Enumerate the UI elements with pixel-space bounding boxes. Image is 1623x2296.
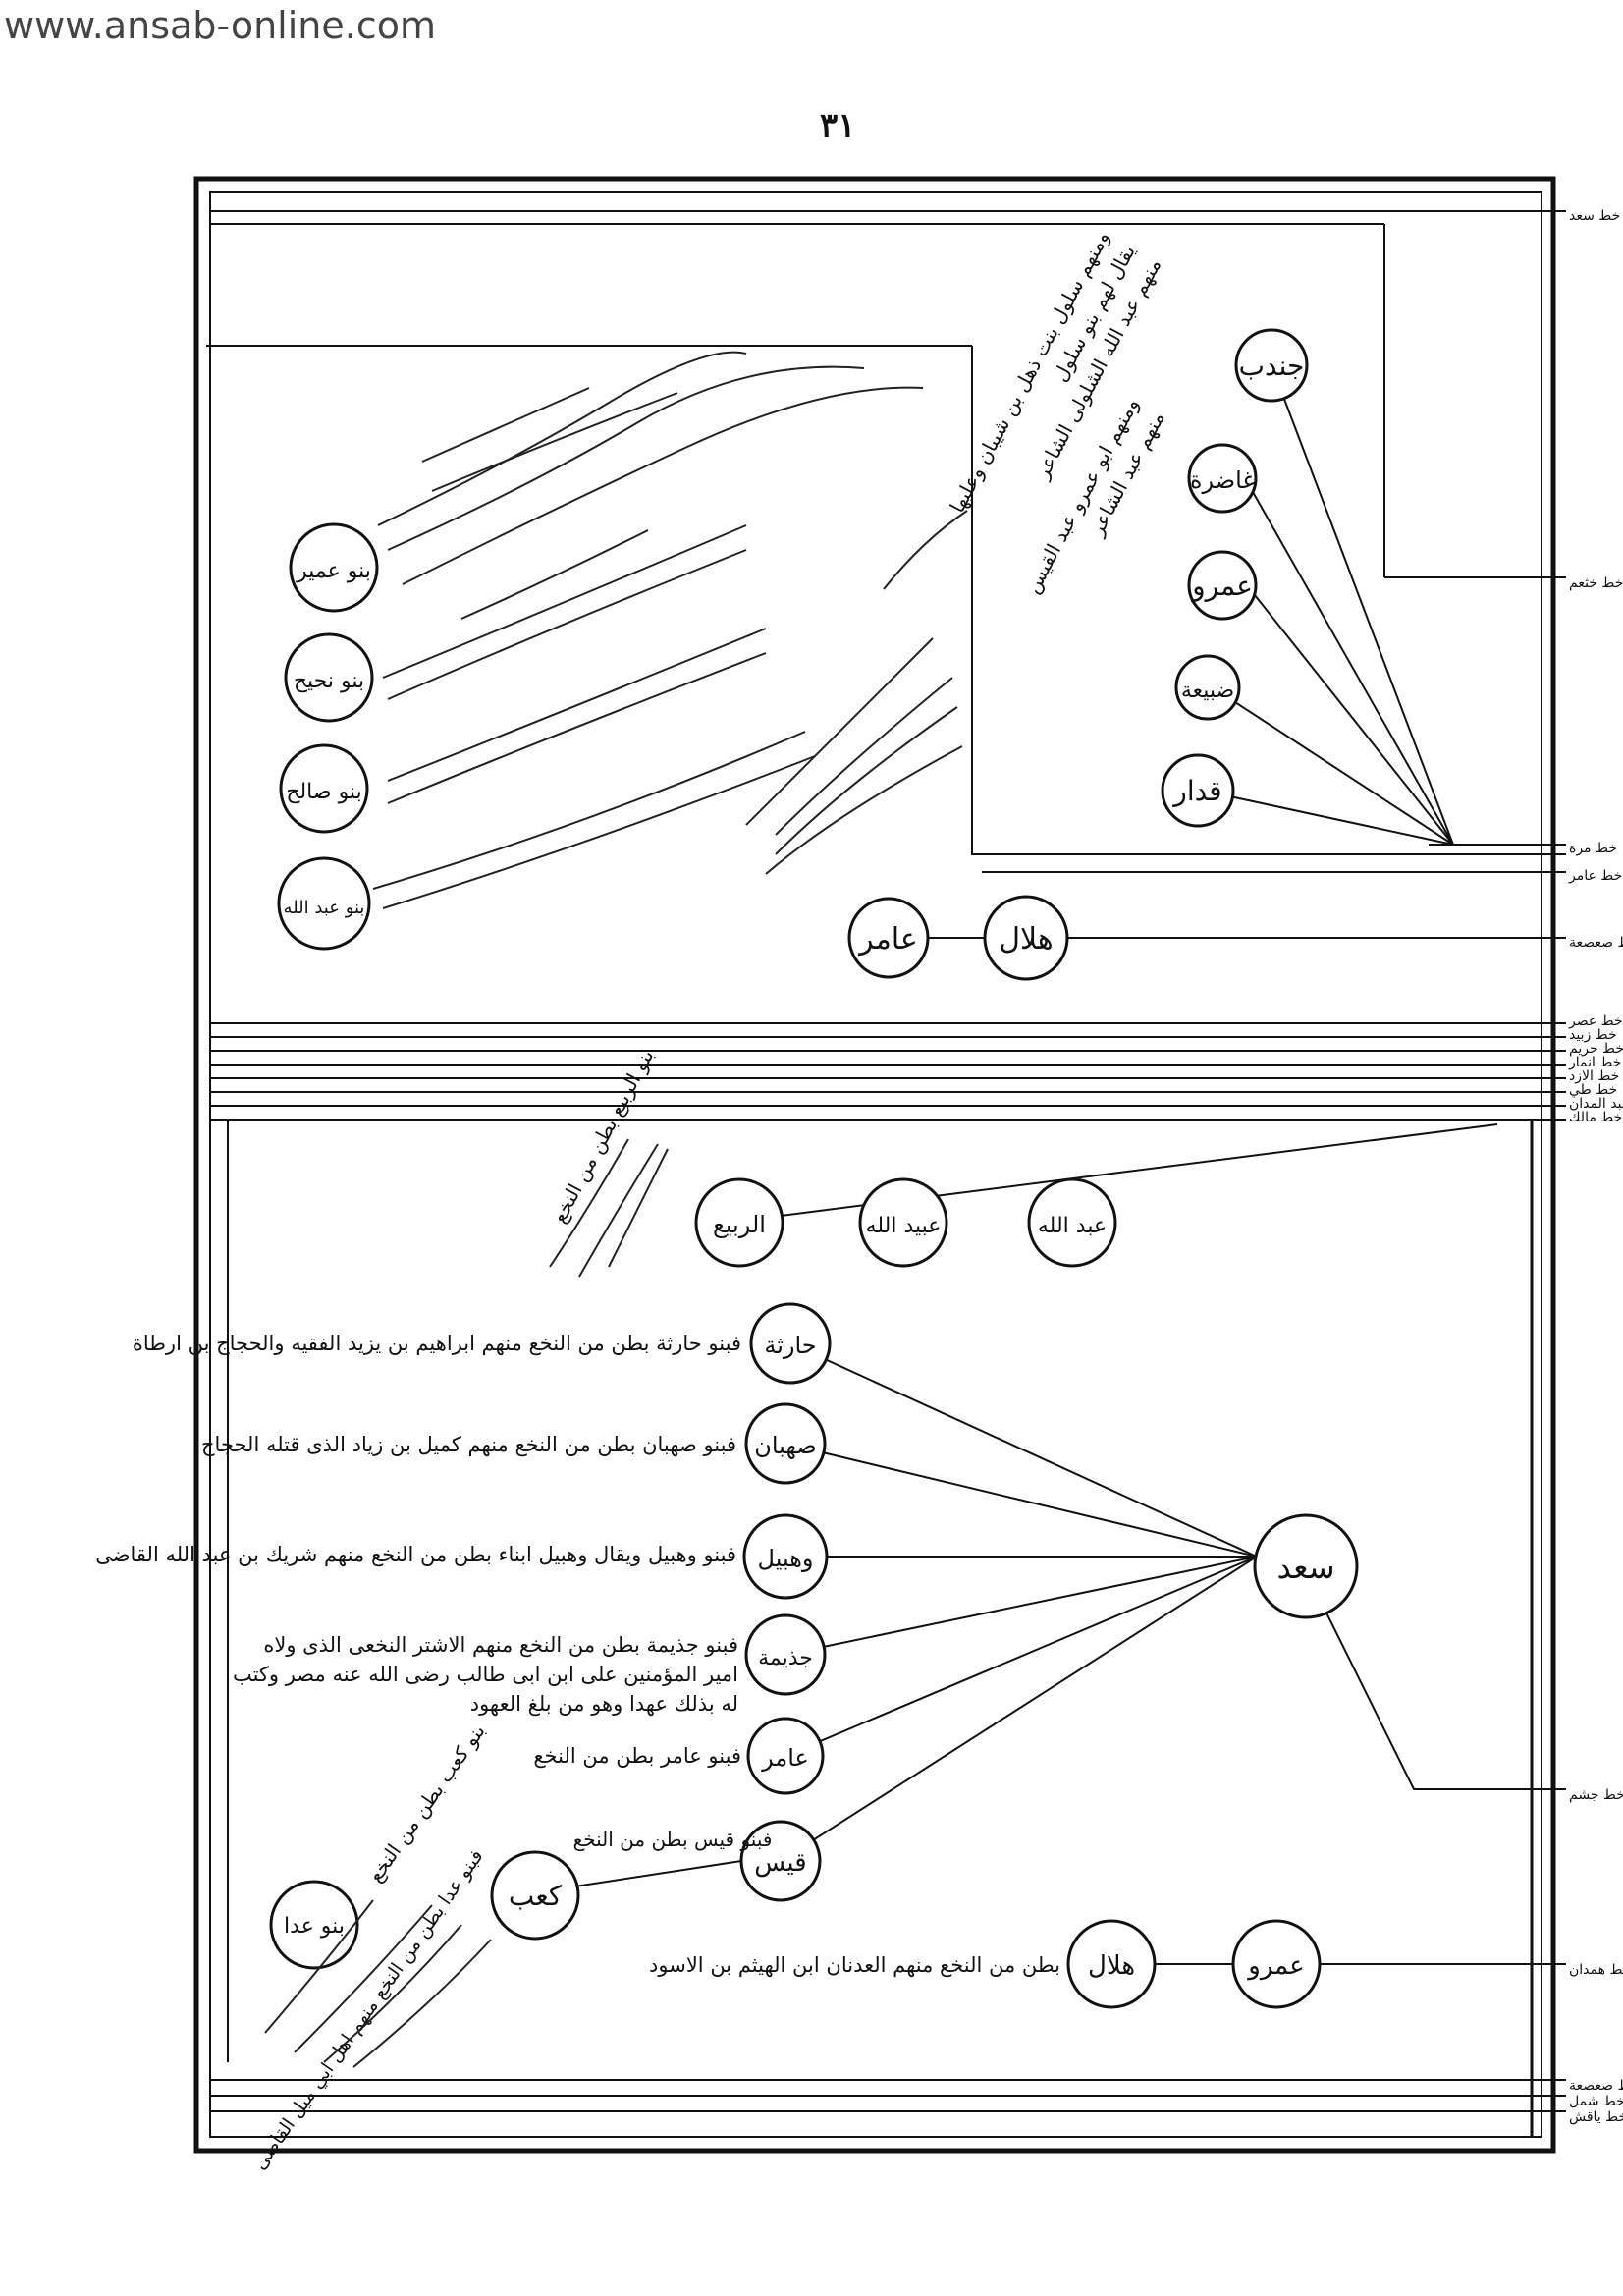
right-line-label: خط صعصعة — [1569, 935, 1623, 951]
node-circle-amr-lower — [1231, 1919, 1322, 2009]
right-line-label: خط همدان — [1569, 1962, 1623, 1978]
right-line-label: خط طي — [1569, 1082, 1617, 1098]
upper-fan — [1202, 364, 1566, 846]
right-line-label: خط شمل — [1569, 2094, 1623, 2109]
note-qais: فبنو قيس بطن من النخع — [573, 1828, 773, 1851]
right-line-label: خط صعصعة — [1569, 2078, 1623, 2094]
note-amer-lower: فبنو عامر بطن من النخع — [533, 1744, 741, 1768]
node-qudar: قدار — [1171, 775, 1221, 807]
right-margin-labels: خط سعد خط خثعم خط مرة خط عامر خط صعصعة خط عصر… — [1568, 208, 1623, 2125]
bottom-lines — [210, 2079, 1566, 2112]
node-hilal-lower: هلال — [1088, 1951, 1135, 1981]
right-line-label: خط جشم — [1569, 1787, 1623, 1803]
node-ubaid-allah: عبيد الله — [866, 1214, 942, 1238]
node-circle-hilal-lower — [1066, 1919, 1157, 2009]
node-banu-uda: بنو عدا — [284, 1914, 345, 1939]
right-line-label: خط خثعم — [1569, 575, 1623, 591]
node-circle-amer-upper — [847, 897, 930, 979]
node-banu-umair: بنو عمير — [296, 559, 371, 583]
right-line-label: خط مرة — [1569, 841, 1617, 856]
mid-chain-circles — [694, 1177, 1117, 1268]
node-jundub: جندب — [1239, 350, 1305, 382]
upper-box — [206, 345, 1566, 855]
right-line-label: خط زبيد — [1569, 1027, 1617, 1043]
node-rabi: الربيع — [713, 1211, 766, 1238]
node-wahbil: وهبيل — [758, 1545, 814, 1572]
node-haritha: حارثة — [764, 1332, 816, 1359]
note-haritha: فبنو حارثة بطن من النخع منهم ابراهيم بن … — [133, 1332, 741, 1356]
upper-node-labels: جندب غاضرة عمرو ضبيعة قدار — [1171, 350, 1304, 807]
node-judhaima: جذيمة — [758, 1646, 813, 1670]
node-hilal-upper: هلال — [999, 922, 1054, 957]
branch-circles — [739, 1302, 832, 1902]
upper-left-nodes — [277, 522, 379, 951]
right-line-label: خط الازد — [1569, 1068, 1619, 1084]
node-abd-allah: عبد الله — [1038, 1214, 1107, 1238]
note-hilal: بطن من النخع منهم العدنان ابن الهيثم بن … — [649, 1953, 1060, 1978]
node-amr-lower: عمرو — [1246, 1951, 1304, 1981]
lower-handwriting — [264, 1899, 492, 2068]
node-amr-upper: عمرو — [1190, 570, 1253, 602]
note-wahbil: فبنو وهبيل ويقال وهبيل ابناء بطن من النخ… — [95, 1543, 736, 1567]
right-line-label: خط سعد — [1569, 208, 1620, 224]
page-number: ٣١ — [820, 106, 856, 145]
right-line-label: خط عبد المدان — [1569, 1096, 1623, 1112]
upper-notes-2: ومنهم ابو عمرو عبد القيس منهم عبد الشاعر — [1020, 394, 1169, 597]
node-amer-lower: عامر — [761, 1744, 809, 1772]
mid-chain-line — [726, 1123, 1498, 1224]
right-line-label: خط انمار — [1568, 1055, 1621, 1070]
right-line-label: خط ياقش — [1569, 2109, 1623, 2125]
right-line-label: خط مالك — [1569, 1110, 1622, 1125]
right-line-label: خط عصر — [1568, 1013, 1623, 1029]
node-amer-upper: عامر — [857, 922, 918, 957]
node-dubaia: ضبيعة — [1181, 679, 1234, 703]
middle-lines — [210, 1022, 1566, 1121]
note-judhaima: فبنو جذيمة بطن من النخع منهم الاشتر النخ… — [232, 1633, 738, 1716]
upper-notes: ومنهم سلول بنت ذهل بن شيبان وعليها يقال … — [945, 227, 1165, 517]
node-banu-nahih: بنو نحيح — [294, 669, 364, 693]
outer-frame — [193, 176, 1556, 2154]
node-kaab: كعب — [509, 1880, 563, 1912]
node-circle-hilal-upper — [983, 895, 1069, 981]
mid-handwriting — [549, 1138, 669, 1278]
lower-fan — [780, 1342, 1566, 1862]
node-circle-saad — [1253, 1513, 1359, 1619]
node-banu-salih: بنو صالح — [286, 780, 361, 804]
note-judhaima-box: فبنو جذيمة بطن من النخع منهم الاشتر النخ… — [232, 1633, 738, 1716]
upper-nodes — [1161, 328, 1309, 828]
right-line-label: خط عامر — [1568, 868, 1622, 884]
node-suhban: صهبان — [754, 1432, 817, 1459]
node-saad: سعد — [1276, 1549, 1334, 1586]
right-line-label: خط حريم — [1569, 1041, 1623, 1057]
note-suhban: فبنو صهبان بطن من النخع منهم كميل بن زيا… — [201, 1433, 736, 1457]
node-banu-abdullah: بنو عبد الله — [284, 898, 365, 918]
node-circle-kaab — [490, 1850, 580, 1941]
upper-handwriting — [372, 351, 968, 909]
node-ghadira: غاضرة — [1190, 466, 1255, 494]
inner-frame — [209, 191, 1542, 2138]
node-qais: قيس — [754, 1848, 806, 1878]
top-lines — [210, 210, 1566, 578]
site-url[interactable]: www.ansab-online.com — [4, 4, 436, 47]
